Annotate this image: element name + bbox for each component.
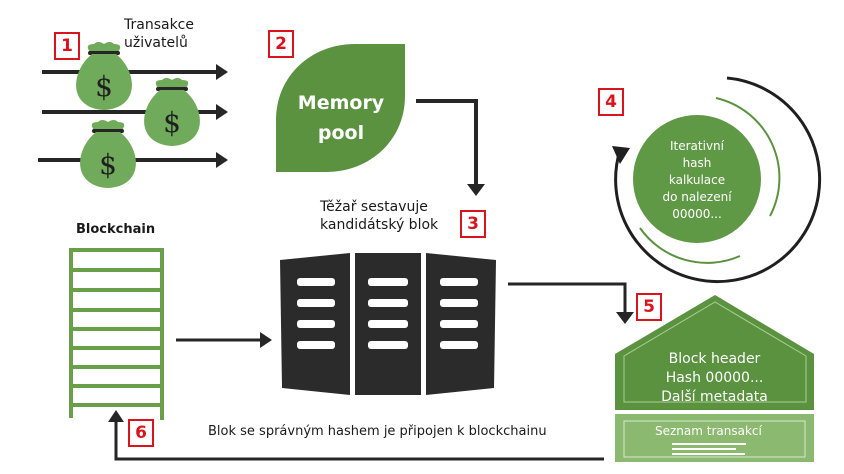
step-marker-2: 2 (268, 30, 294, 58)
step-marker-5: 5 (636, 293, 662, 321)
miner-label: Těžař sestavuje kandidátský blok (320, 198, 438, 234)
miner-line1: Těžař sestavuje (320, 199, 428, 215)
blockchain-title: Blockchain (76, 222, 156, 237)
step-marker-3: 3 (460, 210, 486, 238)
svg-text:$: $ (95, 70, 113, 103)
transaction-list-label: Seznam transakcí (655, 424, 762, 438)
block-header-label: Block header Hash 00000... Další metadat… (615, 350, 814, 407)
memory-pool-shape (276, 44, 405, 172)
hash-line4: do nalezení (662, 190, 732, 204)
money-bag-icon: $ (76, 42, 132, 110)
hash-calculation-label: Iterativní hash kalkulace do nalezení 00… (633, 138, 761, 223)
memory-pool-line2: pool (317, 122, 365, 144)
step-marker-1: 1 (54, 32, 80, 60)
blockchain-stack (69, 248, 164, 420)
block-header-line1: Block header (668, 351, 761, 367)
hash-circle (633, 115, 761, 243)
miner-line2: kandidátský blok (320, 217, 439, 233)
block-appended-label: Blok se správným hashem je připojen k bl… (208, 424, 547, 439)
user-transactions-label: Transakce uživatelů (124, 16, 194, 52)
memory-pool-label: Memory pool (276, 88, 406, 148)
arrow-block-to-blockchain (114, 420, 604, 461)
block-shape (615, 295, 814, 462)
memory-pool-line1: Memory (297, 92, 385, 114)
hash-line2: hash (682, 156, 712, 170)
hash-line3: kalkulace (668, 173, 726, 187)
money-bag-icon: $ (144, 78, 200, 146)
arrow-miner-to-block (508, 282, 627, 314)
block-header-line3: Další metadata (661, 389, 768, 405)
money-bag-icon: $ (80, 120, 136, 188)
step-marker-4: 4 (598, 88, 624, 116)
svg-text:$: $ (99, 148, 117, 181)
step-marker-6: 6 (128, 419, 154, 447)
server-icon (280, 253, 496, 395)
arrow-pool-to-miner (416, 99, 478, 186)
hash-loop (612, 76, 822, 284)
user-transactions-line1: Transakce (124, 17, 194, 33)
hash-line5: 00000... (672, 207, 722, 221)
loop-arrowhead (612, 146, 630, 164)
svg-text:$: $ (163, 106, 181, 139)
block-header-line2: Hash 00000... (665, 370, 764, 386)
hash-line1: Iterativní (670, 139, 724, 153)
user-transactions-line2: uživatelů (124, 35, 188, 51)
